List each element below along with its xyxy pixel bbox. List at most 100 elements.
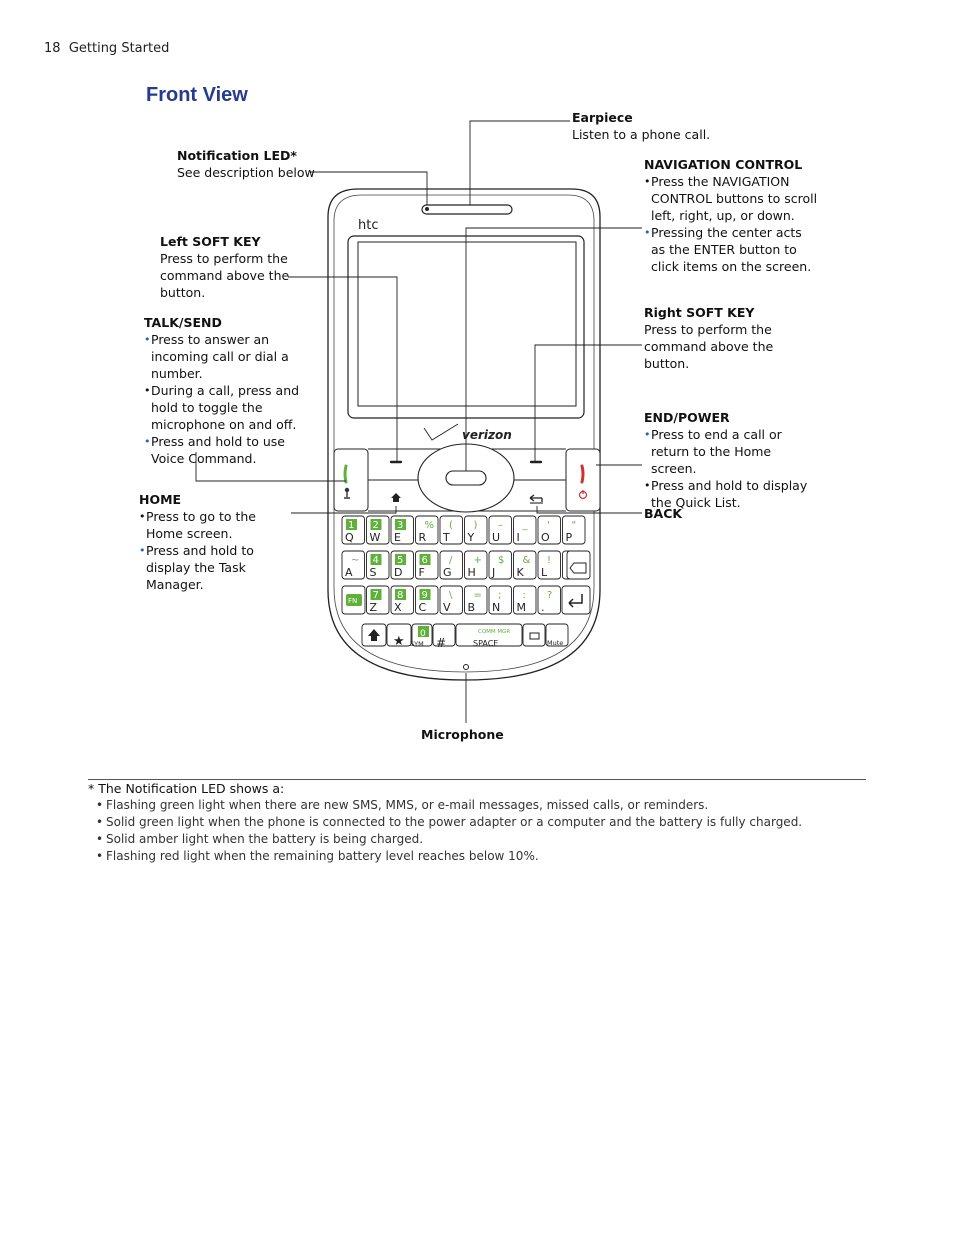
screen [357,241,577,407]
svg-text:★: ★ [393,634,405,649]
footnote-item: Solid green light when the phone is conn… [96,814,802,831]
verizon-logo: verizon [462,428,512,442]
row2-key-A [341,550,365,580]
msg-key [522,623,546,647]
talk-send-key [333,448,369,512]
key-alt-label: 6 [422,555,428,566]
key-label: V [443,601,451,614]
key-label: B [468,601,476,614]
earpiece [421,204,513,215]
key-alt-bg [370,554,382,565]
footnote-item: Solid amber light when the battery is be… [96,831,802,848]
page-title: Front View [146,84,248,106]
key-alt-label: 3 [397,520,403,531]
row1-key-Y [464,515,488,545]
enter-key [561,585,591,615]
home-heading: HOME [139,492,182,507]
talk-item: During a call, press and hold to toggle … [144,382,322,433]
star-key [386,623,412,647]
zero-key [418,626,429,637]
key-alt-bg [395,554,406,565]
left-soft-heading: Left SOFT KEY [160,234,261,249]
fn-label: FN [348,597,357,605]
svg-text:COMM MGR: COMM MGR [478,629,510,635]
back-heading: BACK [644,506,683,521]
footnote-title: * The Notification LED shows a: [88,781,285,796]
key-label: N [492,601,500,614]
row1-key-U [488,515,512,545]
svg-text:SPACE: SPACE [473,639,498,648]
key-alt-label: + [474,555,482,566]
row2-key-L [537,550,561,580]
key-label: C [419,601,427,614]
key-alt-label: 8 [397,590,403,601]
callout-end-power: END/POWER Press to end a call or return … [644,409,816,511]
key-label: X [394,601,402,614]
row1-key-T [439,515,463,545]
key-alt-label: ? [547,590,552,601]
key-alt-label: $ [498,555,504,566]
leader-nav [465,227,642,471]
leader-left-soft [288,276,398,462]
leader-lines [195,120,642,723]
nav-item: Press the NAVIGATION CONTROL buttons to … [644,173,819,224]
svg-text:0: 0 [420,629,426,639]
enter-button [445,470,487,486]
key-label: H [468,566,476,579]
svg-text:#: # [436,636,446,650]
row2-key-K [513,550,537,580]
key-label: Q [345,531,354,544]
section-title: Getting Started [68,41,170,56]
key-label: G [443,566,452,579]
talk-item: Press to answer an incoming call or dial… [144,331,322,382]
svg-text:Mute: Mute [547,639,563,647]
key-label: . [541,601,545,614]
key-label: T [442,531,450,544]
key-alt-bg [370,589,382,600]
key-label: D [394,566,402,579]
key-alt-bg [419,554,431,565]
page-header: 18 Getting Started [44,41,169,56]
talk-heading: TALK/SEND [144,315,222,330]
verizon-check [423,423,459,441]
right-soft-text: Press to perform the command above the b… [644,322,774,371]
backspace-icon [569,562,587,574]
callout-talk-send: TALK/SEND Press to answer an incoming ca… [144,314,322,467]
key-label: I [517,531,520,544]
callout-microphone: Microphone [421,726,504,743]
hash-key [432,623,456,647]
key-label: U [492,531,500,544]
home-item: Press to go to the Home screen. [139,508,294,542]
key-alt-label: / [449,555,453,566]
mute-key [545,623,569,647]
row2-key-J [488,550,512,580]
key-label: M [517,601,527,614]
key-alt-label: – [498,520,503,531]
key-alt-label: ~ [351,555,359,566]
nav-item: Pressing the center acts as the ENTER bu… [644,224,819,275]
callout-earpiece: Earpiece Listen to a phone call. [572,109,710,143]
key-label: O [541,531,550,544]
talk-item: Press and hold to use Voice Command. [144,433,322,467]
key-alt-label: 2 [373,520,379,531]
fn-badge [346,594,362,606]
leader-earpiece [469,120,570,205]
leader-led [310,171,428,205]
key-label: S [370,566,377,579]
row3-key-. [537,585,561,615]
key-alt-bg [370,519,382,530]
enter-icon [568,594,583,608]
key-label: Y [467,531,475,544]
key-alt-label: = [474,590,482,601]
end-item: Press to end a call or return to the Hom… [644,426,816,477]
key-label: L [541,566,548,579]
key-alt-label: ! [547,555,551,566]
leader-right-soft [534,344,642,462]
notification-led [425,207,429,211]
space-key [455,623,523,647]
key-label: W [370,531,381,544]
row2-key-G [439,550,463,580]
leader-back [536,506,642,514]
key-label: F [419,566,425,579]
key-alt-label: & [523,555,531,566]
